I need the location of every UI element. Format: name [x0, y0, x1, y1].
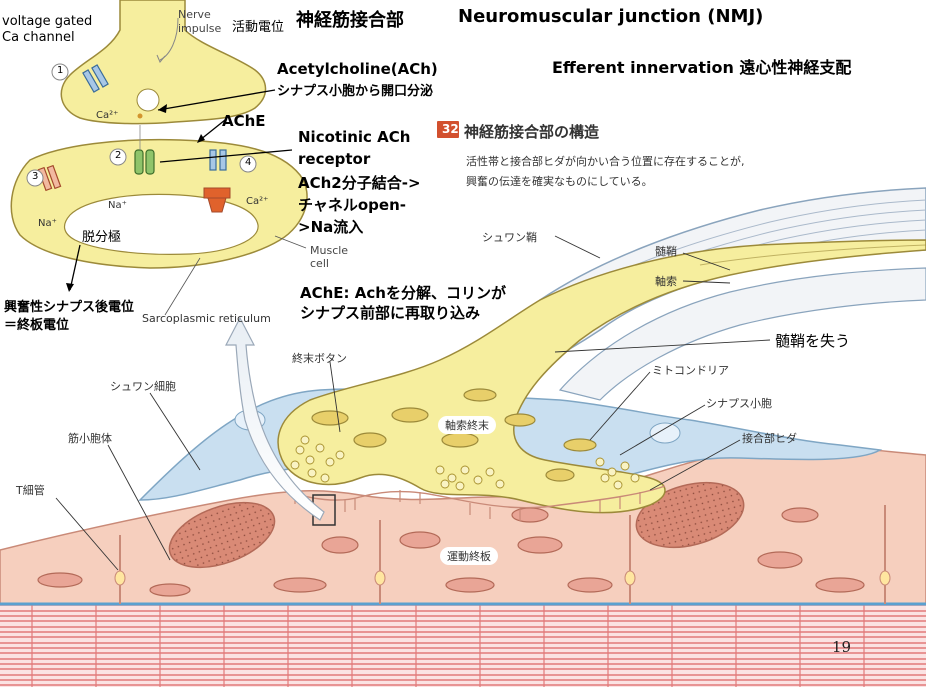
- voltage-gated-label: voltage gated: [2, 14, 93, 29]
- subtitle: Efferent innervation 遠心性神経支配: [552, 58, 852, 77]
- nicotinic-line5: >Na流入: [298, 218, 364, 236]
- muscle-label: Muscle: [310, 244, 349, 257]
- step-4: 4: [245, 157, 252, 168]
- ache-desc-1: AChE: Achを分解、コリンが: [300, 284, 506, 302]
- ache-label: AChE: [222, 112, 266, 130]
- junctional-folds-label: 接合部ヒダ: [742, 432, 797, 445]
- axon-terminal-label: 軸索終末: [438, 416, 496, 434]
- nicotinic-line1: Nicotinic ACh: [298, 128, 411, 146]
- figure-number-badge: [437, 121, 459, 138]
- step-2: 2: [115, 150, 122, 161]
- depolarization-label: 脱分極: [82, 230, 122, 245]
- step-1: 1: [57, 65, 64, 76]
- nicotinic-line3: ACh2分子結合->: [298, 174, 421, 192]
- schwann-cell-label: シュワン細胞: [110, 380, 176, 393]
- figure-desc-2: 興奮の伝達を確実なものにしている。: [466, 175, 653, 188]
- nerve-label: Nerve: [178, 8, 211, 21]
- myelin-label: 髄鞘: [655, 245, 677, 258]
- ache-desc-2: シナプス前部に再取り込み: [300, 304, 481, 322]
- lose-myelin-label: 髄鞘を失う: [775, 332, 851, 350]
- annotation-arrowheads: [66, 104, 205, 292]
- leader-lines: [55, 235, 771, 571]
- nicotinic-line4: チャネルopen-: [298, 196, 406, 214]
- step-3: 3: [32, 171, 39, 182]
- ca2-top: Ca²⁺: [96, 110, 119, 121]
- axon-label: 軸索: [655, 275, 677, 288]
- cell-label: cell: [310, 257, 329, 270]
- magnify-arrow: [225, 316, 325, 521]
- title-en: Neuromuscular junction (NMJ): [458, 6, 764, 27]
- figure-heading: 神経筋接合部の構造: [464, 123, 600, 141]
- synaptic-vesicle-label: シナプス小胞: [706, 397, 772, 410]
- nicotinic-line2: receptor: [298, 150, 371, 168]
- sarcoplasmic-label: 筋小胞体: [68, 432, 112, 445]
- epsp-line2: ＝終板電位: [4, 318, 70, 333]
- action-potential-label: 活動電位: [232, 20, 285, 35]
- t-tubule-label: T細管: [16, 484, 45, 497]
- annotation-arrows: [69, 89, 293, 291]
- title-jp: 神経筋接合部: [296, 10, 404, 31]
- figure-number: 32: [442, 122, 459, 136]
- schwann-sheath-label: シュワン鞘: [482, 231, 537, 244]
- terminal-button-label: 終末ボタン: [292, 352, 347, 365]
- motor-end-plate-label: 運動終板: [440, 547, 498, 565]
- epsp-line1: 興奮性シナプス後電位: [4, 300, 135, 315]
- page-number: 19: [832, 638, 852, 656]
- inset-synapse: [10, 0, 308, 316]
- sarcoplasmic-reticulum-label: Sarcoplasmic reticulum: [142, 312, 271, 325]
- ach-label: Acetylcholine(ACh): [277, 60, 438, 78]
- na-mid: Na⁺: [108, 200, 127, 211]
- ach-desc: シナプス小胞から開口分泌: [277, 84, 434, 99]
- impulse-label: impulse: [178, 22, 222, 35]
- figure-desc-1: 活性帯と接合部ヒダが向かい合う位置に存在することが,: [466, 155, 745, 168]
- na-left: Na⁺: [38, 218, 57, 229]
- mitochondria-label: ミトコンドリア: [652, 364, 729, 377]
- ca-channel-label: Ca channel: [2, 30, 75, 45]
- ca2-right: Ca²⁺: [246, 196, 269, 207]
- muscle-fibre: [0, 446, 926, 687]
